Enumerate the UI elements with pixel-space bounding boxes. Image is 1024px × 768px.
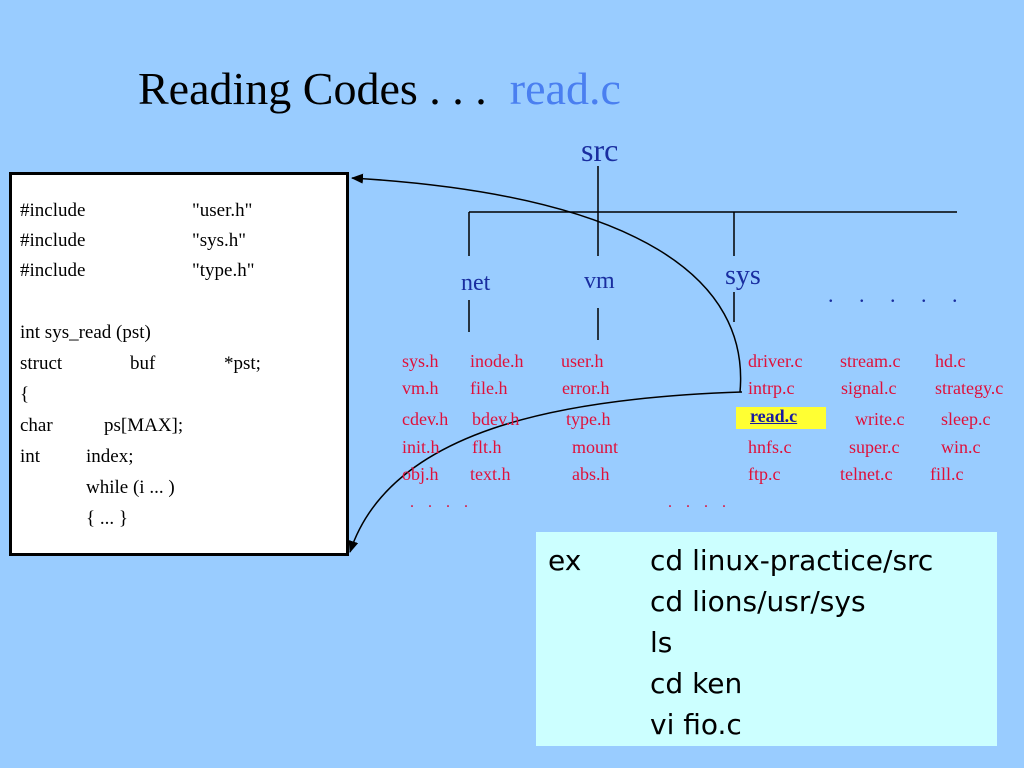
- command-box: ex cd linux-practice/src cd lions/usr/sy…: [536, 532, 997, 746]
- file-item: signal.c: [841, 378, 897, 398]
- file-item: telnet.c: [840, 464, 893, 484]
- code-while: while (i ... ): [86, 477, 175, 498]
- code-brace-open: {: [20, 384, 30, 405]
- code-struct-var: *pst;: [224, 353, 261, 374]
- file-item: intrp.c: [748, 378, 795, 398]
- code-include-file: "user.h": [192, 200, 253, 221]
- file-item: error.h: [562, 378, 610, 398]
- code-func-signature: int sys_read (pst): [20, 322, 151, 343]
- tree-node-vm: vm: [584, 268, 615, 294]
- code-struct-kw: struct: [20, 353, 63, 374]
- arrow-to-code-bottom: [348, 391, 743, 553]
- code-include-kw: #include: [20, 260, 86, 281]
- command-prefix: ex: [548, 544, 582, 577]
- file-item-read-c: read.c: [750, 406, 798, 426]
- tree-node-src: src: [581, 132, 619, 168]
- file-item: hd.c: [935, 351, 966, 371]
- code-struct-type: buf: [130, 353, 156, 374]
- code-int-kw: int: [20, 446, 41, 467]
- slide-title: Reading Codes . . . read.c: [138, 62, 621, 115]
- command-line: cd lions/usr/sys: [650, 585, 866, 618]
- file-item: text.h: [470, 464, 511, 484]
- code-char-kw: char: [20, 415, 53, 436]
- title-accent: read.c: [509, 63, 621, 114]
- file-item: abs.h: [572, 464, 610, 484]
- command-line: vi fio.c: [650, 708, 742, 741]
- file-item: driver.c: [748, 351, 803, 371]
- file-item: mount: [572, 437, 619, 457]
- read-c-highlight: [736, 407, 826, 429]
- file-item: bdev.h: [472, 409, 520, 429]
- file-item: init.h: [402, 437, 440, 457]
- command-line: cd linux-practice/src: [650, 544, 934, 577]
- file-item: sleep.c: [941, 409, 991, 429]
- file-item: file.h: [470, 378, 508, 398]
- code-inner-block: { ... }: [86, 508, 128, 529]
- code-char-var: ps[MAX];: [104, 415, 184, 436]
- tree-node-sys: sys: [725, 260, 761, 291]
- file-item: hnfs.c: [748, 437, 792, 457]
- file-item: sys.h: [402, 351, 439, 371]
- title-main: Reading Codes . . .: [138, 63, 487, 114]
- file-item: strategy.c: [935, 378, 1004, 398]
- code-include-kw: #include: [20, 230, 86, 251]
- code-include-kw: #include: [20, 200, 86, 221]
- code-int-var: index;: [86, 446, 134, 467]
- tree-node-net: net: [461, 270, 491, 296]
- tree-more-dots: . . . . .: [828, 282, 968, 307]
- file-item: fill.c: [930, 464, 964, 484]
- command-line: ls: [650, 626, 673, 659]
- file-item: cdev.h: [402, 409, 449, 429]
- files-more-dots-left: . . . .: [410, 494, 473, 511]
- code-include-file: "type.h": [192, 260, 255, 281]
- files-more-dots-mid: . . . .: [668, 494, 731, 511]
- code-box: #include "user.h" #include "sys.h" #incl…: [9, 172, 349, 556]
- code-include-file: "sys.h": [192, 230, 247, 251]
- arrow-to-code-top: [351, 173, 742, 393]
- file-item: inode.h: [470, 351, 524, 371]
- file-item: write.c: [855, 409, 905, 429]
- file-item: stream.c: [840, 351, 901, 371]
- file-item: vm.h: [402, 378, 439, 398]
- file-item: win.c: [941, 437, 981, 457]
- command-line: cd ken: [650, 667, 743, 700]
- file-item: type.h: [566, 409, 611, 429]
- file-item: obj.h: [402, 464, 439, 484]
- file-item: super.c: [849, 437, 900, 457]
- file-item: user.h: [561, 351, 604, 371]
- file-item: flt.h: [472, 437, 502, 457]
- file-item: ftp.c: [748, 464, 781, 484]
